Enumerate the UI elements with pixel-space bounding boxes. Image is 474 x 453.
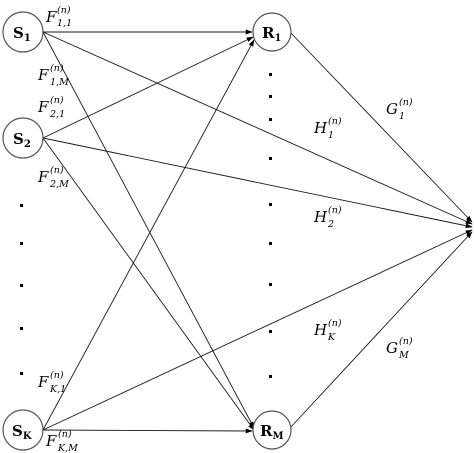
label-main: F	[37, 373, 49, 391]
ellipsis-relays	[269, 73, 272, 378]
node-circle	[2, 11, 44, 53]
label-sup: (n)	[50, 63, 64, 74]
ellipsis-dot	[20, 327, 23, 330]
label-sup: (n)	[50, 95, 64, 106]
label-main: F	[37, 66, 49, 84]
label-g1: G (n) 1	[386, 97, 413, 122]
ellipsis-dot	[269, 95, 272, 98]
node-s2: S2	[2, 117, 44, 159]
label-sup: (n)	[328, 116, 342, 127]
label-fk1: F (n) K,1	[37, 370, 66, 395]
ellipsis-dot	[269, 330, 272, 333]
label-main: F	[45, 8, 57, 26]
label-sub: M	[398, 350, 409, 361]
ellipsis-dot	[269, 203, 272, 206]
edge-s2-rm	[42, 137, 255, 431]
ellipsis-dot	[20, 204, 23, 207]
label-main: G	[386, 339, 398, 357]
ellipsis-dot	[20, 372, 23, 375]
node-rm: RM	[252, 410, 292, 450]
ellipsis-dot	[269, 242, 272, 245]
ellipsis-dot	[20, 284, 23, 287]
node-label: SK	[12, 422, 32, 442]
node-r1: R1	[252, 12, 292, 52]
label-main: F	[45, 432, 57, 450]
label-main: F	[37, 168, 49, 186]
label-sub: 1,M	[50, 77, 69, 88]
label-sub: K	[327, 332, 336, 343]
label-sub: 1	[328, 130, 334, 141]
label-sup: (n)	[50, 165, 64, 176]
node-label: R1	[262, 24, 281, 44]
ellipsis-dot	[269, 73, 272, 76]
label-sup: (n)	[50, 370, 64, 381]
ellipsis-dot	[269, 157, 272, 160]
label-sub: 1	[399, 111, 405, 122]
label-sub: K,M	[57, 443, 78, 453]
node-label: RM	[260, 422, 284, 442]
label-sup: (n)	[399, 97, 413, 108]
label-main: H	[313, 321, 328, 339]
ellipsis-sources	[20, 204, 23, 375]
edge-s2-dest	[42, 137, 473, 229]
label-sup: (n)	[399, 336, 413, 347]
node-label: S1	[13, 24, 31, 44]
edge-s1-dest	[42, 31, 473, 225]
edge-rm-dest	[289, 231, 473, 429]
ellipsis-dot	[269, 118, 272, 121]
label-h1: H (n) 1	[313, 116, 342, 141]
label-sub: 2	[327, 219, 334, 230]
node-circle	[252, 410, 292, 450]
label-sup: (n)	[58, 429, 72, 440]
label-f1m: F (n) 1,M	[37, 63, 69, 88]
label-sup: (n)	[57, 5, 71, 16]
label-sup: (n)	[328, 205, 342, 216]
edge-s1-rm	[42, 31, 255, 429]
edge-sk-r1	[42, 39, 255, 431]
label-hk: H (n) K	[313, 318, 342, 343]
edge-sk-rm	[42, 428, 253, 434]
label-sup: (n)	[328, 318, 342, 329]
node-circle	[2, 409, 44, 451]
label-f21: F (n) 2,1	[37, 95, 65, 120]
label-main: H	[313, 208, 328, 226]
ellipsis-dot	[269, 375, 272, 378]
edge-r1-dest	[289, 31, 473, 223]
label-main: G	[386, 100, 398, 118]
edge-sk-dest	[42, 229, 473, 431]
ellipsis-dot	[20, 242, 23, 245]
node-s1: S1	[2, 11, 44, 53]
label-h2: H (n) 2	[313, 205, 342, 230]
label-sub: 1,1	[57, 18, 72, 29]
label-gm: G (n) M	[386, 336, 413, 361]
label-main: H	[313, 119, 328, 137]
label-sub: 2,1	[49, 109, 65, 120]
label-main: F	[37, 98, 49, 116]
node-circle	[252, 12, 292, 52]
node-circle	[2, 117, 44, 159]
label-sub: 2,M	[49, 179, 69, 190]
label-sub: K,1	[49, 384, 66, 395]
edge-s2-r1	[42, 36, 254, 139]
node-sk: SK	[2, 409, 44, 451]
label-f11: F (n) 1,1	[45, 5, 72, 29]
label-f2m: F (n) 2,M	[37, 165, 69, 190]
ellipsis-dot	[269, 283, 272, 286]
source-relay-edges	[42, 29, 255, 434]
label-fkm: F (n) K,M	[45, 429, 78, 453]
destination-edges	[42, 31, 473, 431]
node-label: S2	[13, 130, 31, 150]
